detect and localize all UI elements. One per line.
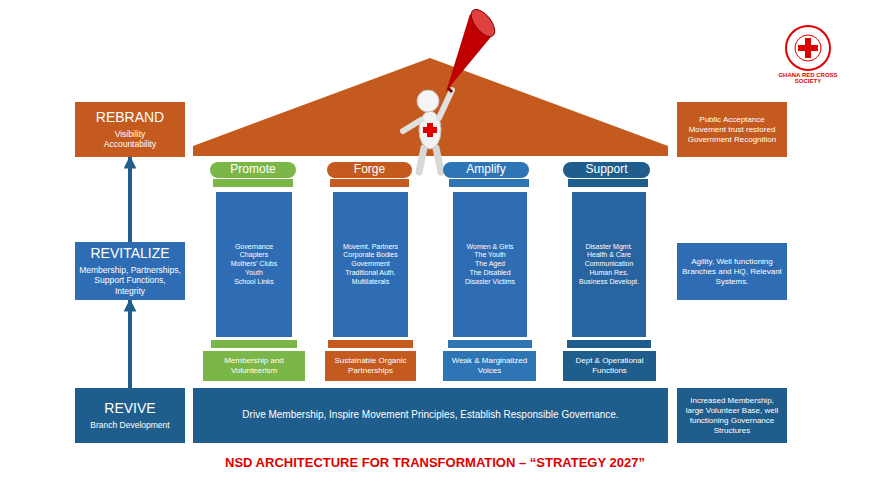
node-text: Mothers' Clubs	[231, 260, 277, 269]
pillar-capital: Support	[563, 162, 650, 178]
node-text: Accountability	[104, 139, 156, 150]
node-text: Health & Care	[587, 251, 631, 260]
node-text: Sustainable Organic Partnerships	[329, 356, 412, 376]
capital-ring	[213, 179, 293, 187]
pillar-capital: Forge	[327, 162, 412, 178]
pillar-shaft: Women & GirlsThe YouthThe AgedThe Disabl…	[453, 192, 527, 337]
pillar-foot	[448, 340, 532, 348]
node-text: Human Res.	[590, 269, 629, 278]
pillar-base: Membership and Volunteerism	[203, 351, 305, 381]
capital-ring	[330, 179, 409, 187]
node-text: The Youth	[474, 251, 506, 260]
node-text: Governance	[235, 243, 273, 252]
pillar-foot	[211, 340, 297, 348]
node-text: Membership, Partnerships, Support Functi…	[79, 265, 181, 297]
phase-box: REBRAND VisibilityAccountability	[75, 102, 185, 157]
node-text: Membership and Volunteerism	[207, 356, 301, 376]
outcome-box: Public AcceptanceMovement trust restored…	[677, 102, 787, 157]
node-text: Chapters	[240, 251, 268, 260]
pillar-base: Dept & Operational Functions	[563, 351, 656, 381]
node-text: Weak & Marginalized Voices	[447, 356, 532, 376]
pillar-capital: Amplify	[443, 162, 529, 178]
node-text: Business Developt.	[579, 278, 639, 287]
node-text: Traditional Auth.	[345, 269, 395, 278]
node-text: Movement trust restored	[689, 125, 776, 135]
node-text: Support	[585, 163, 627, 176]
node-text: Government Recognition	[688, 135, 777, 145]
roof	[193, 58, 668, 146]
node-text: Disaster Victims	[465, 278, 515, 287]
outcome-box: Increased Membership, large Volunteer Ba…	[677, 388, 787, 443]
node-text: Movemt. Partners	[343, 243, 398, 252]
node-text: Government	[351, 260, 390, 269]
phase-box: REVITALIZE Membership, Partnerships, Supp…	[75, 242, 185, 300]
node-text: Promote	[230, 163, 275, 176]
flow-arrow	[128, 300, 132, 388]
red-cross-logo	[786, 26, 830, 70]
phase-title: REVITALIZE	[90, 245, 169, 263]
node-text: Youth	[245, 269, 263, 278]
diagram-title: NSD ARCHITECTURE FOR TRANSFORMATION – “S…	[120, 455, 750, 470]
logo-text: GHANA RED CROSS SOCIETY	[768, 72, 848, 84]
pillar-shaft: GovernanceChaptersMothers' ClubsYouthSch…	[216, 192, 292, 337]
node-text: Disaster Mgmt.	[585, 243, 632, 252]
node-text: Communication	[585, 260, 634, 269]
phase-title: REVIVE	[104, 400, 155, 418]
megaphone-figure	[403, 5, 499, 172]
phase-box: REVIVE Branch Development	[75, 388, 185, 443]
node-text: The Aged	[475, 260, 505, 269]
node-text: Public Acceptance	[699, 115, 764, 125]
node-text: Multilaterals	[352, 278, 389, 287]
flow-arrow	[128, 157, 132, 242]
pillar-foot	[328, 340, 413, 348]
node-text: Agility, Well functioning Branches and H…	[681, 257, 783, 287]
node-text: Dept & Operational Functions	[567, 356, 652, 376]
outcome-box: Agility, Well functioning Branches and H…	[677, 243, 787, 300]
node-text: Visibility	[115, 129, 146, 140]
node-text: Corporate Bodies	[343, 251, 397, 260]
node-text: School Links	[234, 278, 274, 287]
capital-ring	[568, 179, 648, 187]
phase-title: REBRAND	[96, 109, 164, 127]
node-text: Forge	[354, 163, 385, 176]
node-text: Increased Membership, large Volunteer Ba…	[681, 396, 783, 436]
node-text: The Disabled	[469, 269, 510, 278]
pillar-shaft: Disaster Mgmt.Health & CareCommunication…	[572, 192, 646, 337]
pillar-base: Weak & Marginalized Voices	[443, 351, 536, 381]
foundation-band: Drive Membership, Inspire Movement Princ…	[193, 388, 668, 443]
node-text: Women & Girls	[467, 243, 514, 252]
node-text: Drive Membership, Inspire Movement Princ…	[242, 409, 618, 422]
capital-ring	[449, 179, 529, 187]
pillar-base: Sustainable Organic Partnerships	[325, 351, 416, 381]
node-text: Branch Development	[90, 420, 169, 431]
pillar-shaft: Movemt. PartnersCorporate BodiesGovernme…	[333, 192, 408, 337]
pillar-foot	[567, 340, 651, 348]
pillar-capital: Promote	[210, 162, 296, 178]
node-text: Amplify	[466, 163, 505, 176]
